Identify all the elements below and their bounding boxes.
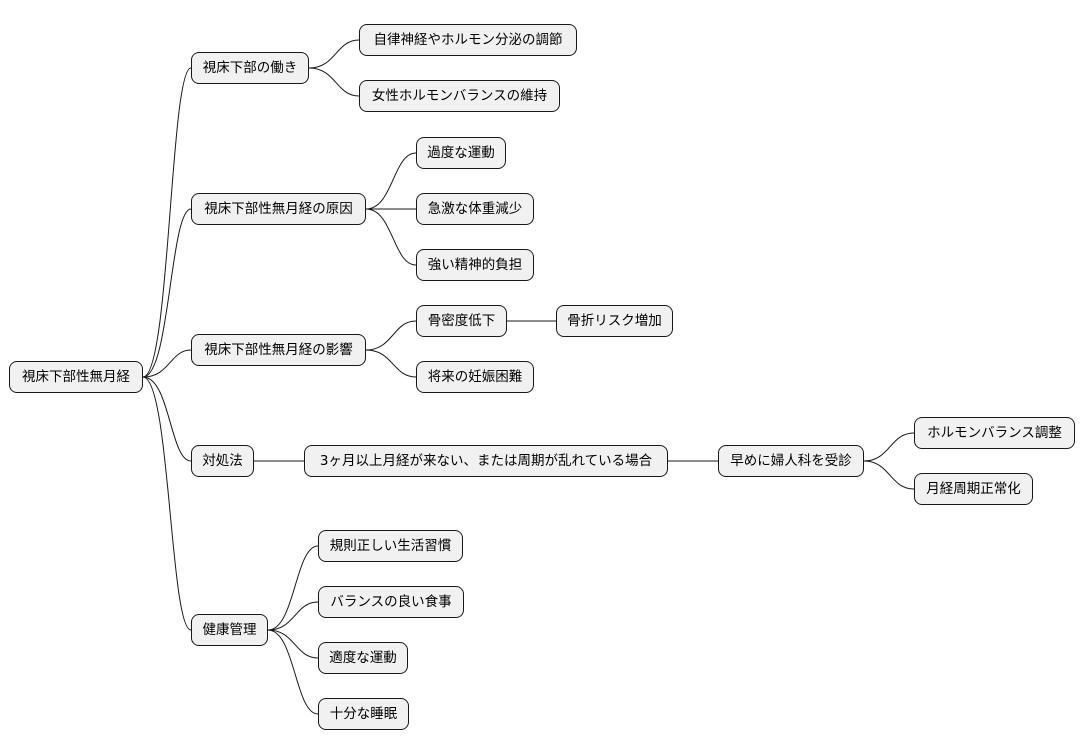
branch-effects: 視床下部性無月経の影響 — [191, 334, 366, 366]
connector-health-2 — [267, 601, 319, 631]
connector-causes-3 — [365, 208, 417, 266]
connector-health-3 — [267, 629, 319, 659]
connector-health-4 — [267, 629, 319, 715]
connector-action-outcome-1 — [863, 432, 915, 462]
health-item: バランスの良い食事 — [318, 586, 464, 618]
connector-effects-2 — [365, 349, 417, 378]
treatment-outcome: ホルモンバランス調整 — [914, 417, 1075, 449]
connector-root-treatment — [142, 376, 192, 462]
connector-function-1 — [308, 39, 360, 69]
connector-root-health — [142, 376, 192, 631]
cause-item: 急激な体重減少 — [416, 193, 534, 225]
branch-health: 健康管理 — [191, 614, 268, 646]
connector-health-1 — [267, 545, 319, 631]
connector-function-2 — [308, 67, 360, 97]
connector-causes-1 — [365, 152, 417, 210]
treatment-outcome: 月経周期正常化 — [914, 473, 1033, 505]
treatment-condition: 3ヶ月以上月経が来ない、または周期が乱れている場合 — [304, 445, 668, 477]
function-item: 自律神経やホルモン分泌の調節 — [359, 24, 577, 56]
health-item: 十分な睡眠 — [318, 698, 409, 730]
branch-function: 視床下部の働き — [191, 52, 309, 84]
function-item: 女性ホルモンバランスの維持 — [359, 80, 560, 112]
cause-item: 過度な運動 — [416, 137, 506, 169]
effect-subitem: 骨折リスク増加 — [556, 305, 673, 337]
health-item: 規則正しい生活習慣 — [318, 530, 463, 562]
root-node: 視床下部性無月経 — [9, 361, 143, 393]
branch-treatment: 対処法 — [191, 445, 254, 477]
connector-root-function — [142, 67, 192, 378]
effect-item: 骨密度低下 — [416, 305, 507, 337]
cause-item: 強い精神的負担 — [416, 249, 534, 281]
health-item: 適度な運動 — [318, 642, 408, 674]
connector-effects-1 — [365, 320, 417, 351]
effect-item: 将来の妊娠困難 — [416, 361, 534, 393]
treatment-action: 早めに婦人科を受診 — [718, 445, 864, 477]
connector-action-outcome-2 — [863, 460, 915, 490]
connector-root-causes — [142, 208, 192, 378]
connector-root-effects — [142, 349, 192, 378]
branch-causes: 視床下部性無月経の原因 — [191, 193, 366, 225]
